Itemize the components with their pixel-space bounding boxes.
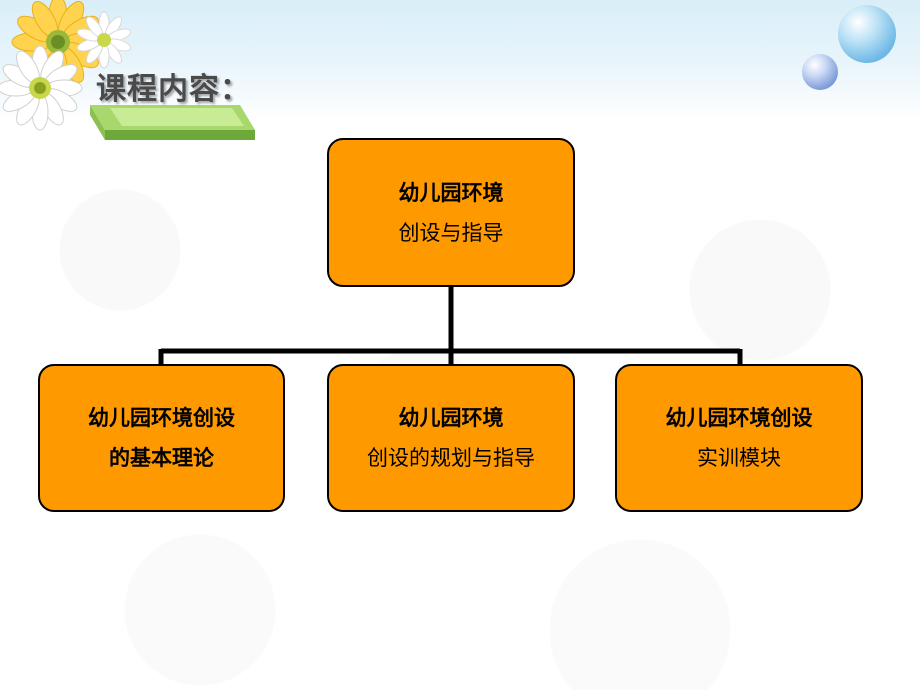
child-node-line2: 创设的规划与指导 bbox=[367, 446, 535, 470]
bubbles-icon bbox=[802, 5, 896, 90]
root-line2: 创设与指导 bbox=[398, 220, 504, 245]
child-node-theory: 幼儿园环境创设 的基本理论 bbox=[38, 364, 285, 512]
child-node-line1: 幼儿园环境创设 bbox=[88, 406, 235, 430]
slide-title: 课程内容： bbox=[96, 72, 251, 107]
header-band bbox=[0, 0, 920, 120]
child-node-line1: 幼儿园环境创设 bbox=[665, 406, 813, 430]
child-node-line2: 的基本理论 bbox=[109, 446, 214, 470]
child-node-practice: 幼儿园环境创设 实训模块 bbox=[615, 364, 863, 512]
root-node: 幼儿园环境 创设与指导 bbox=[327, 138, 575, 287]
daisy-decoration-icon bbox=[0, 0, 255, 140]
child-node-planning: 幼儿园环境 创设的规划与指导 bbox=[327, 364, 575, 512]
root-line1: 幼儿园环境 bbox=[398, 180, 504, 205]
child-node-line2: 实训模块 bbox=[697, 446, 781, 470]
child-node-line1: 幼儿园环境 bbox=[398, 406, 504, 430]
